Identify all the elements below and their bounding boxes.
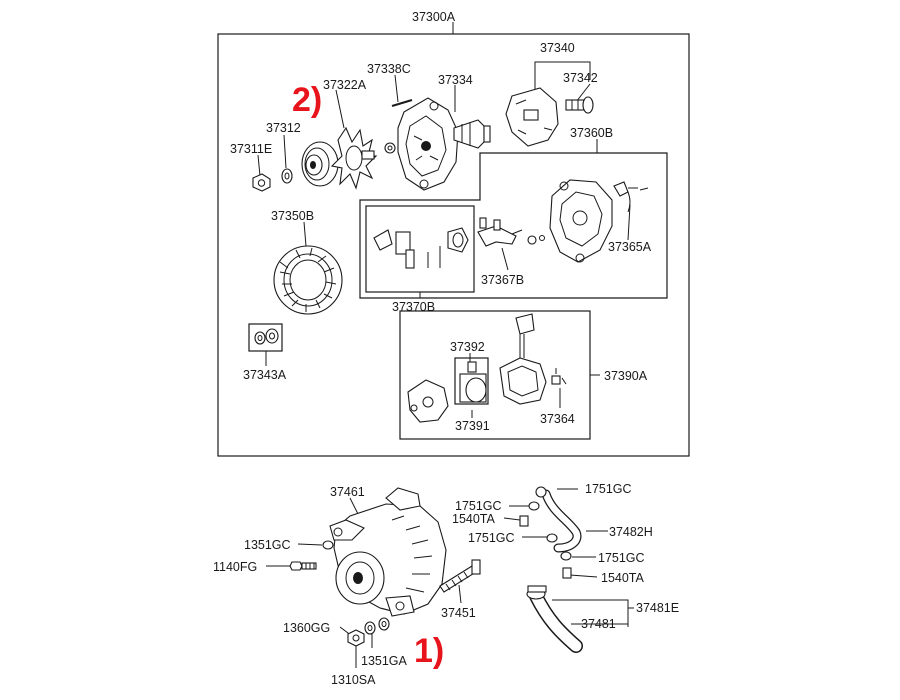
rear-bracket-part — [549, 179, 613, 263]
brush-set-part — [505, 87, 559, 147]
screw-part — [551, 368, 567, 385]
nut-part — [252, 173, 271, 192]
label-stator: 37350B — [271, 209, 314, 223]
terminal-part — [477, 217, 545, 247]
leader-lines — [257, 22, 634, 668]
label-bolt-b: 1140FG — [213, 560, 257, 574]
label-regulator-set: 37392 — [450, 340, 485, 354]
label-bolt-a: 1351GC — [244, 538, 291, 552]
label-rectifier: 37370B — [392, 300, 435, 314]
annotation-marker-2: 2) — [292, 81, 322, 119]
label-gasket-1: 1751GC — [585, 482, 632, 496]
label-spacer: 37312 — [266, 121, 301, 135]
lock-nut-part — [378, 617, 390, 631]
regulator-set-part — [407, 357, 489, 423]
label-union-bolt-2: 1540TA — [601, 571, 645, 585]
rectifier-part — [373, 227, 469, 269]
label-adjust-bolt: 37451 — [441, 606, 476, 620]
label-oil-pipe: 37482H — [609, 525, 653, 539]
label-front-bracket: 37334 — [438, 73, 473, 87]
pulley-part — [301, 141, 339, 187]
label-brush-set: 37340 — [540, 41, 575, 55]
fan-part — [330, 126, 378, 190]
label-hose-assy: 37481E — [636, 601, 679, 615]
washer-part — [364, 621, 376, 635]
label-nut: 37311E — [230, 142, 272, 156]
label-screw: 37364 — [540, 412, 575, 426]
label-regulator: 37391 — [455, 419, 490, 433]
label-gasket-3: 1751GC — [468, 531, 515, 545]
annotation-markers: 2) 1) — [292, 81, 444, 670]
rotor-part — [453, 119, 491, 149]
bolt-a-part — [322, 540, 334, 550]
label-regulator-assy: 37390A — [604, 369, 648, 383]
label-alternator: 37461 — [330, 485, 365, 499]
bolt-b-part — [289, 561, 317, 571]
regulator-body-part — [499, 313, 547, 405]
label-gasket-4: 1751GC — [598, 551, 645, 565]
label-rear-bracket: 37360B — [570, 126, 613, 140]
brush-part — [565, 96, 594, 114]
sensor-part — [613, 181, 649, 213]
label-pin: 37338C — [367, 62, 411, 76]
bearing-set-part — [254, 328, 279, 345]
part-labels: 37300A 37322A 37338C 37334 37340 37342 3… — [213, 10, 679, 687]
spacer-part — [281, 168, 293, 184]
label-nut-b: 1310SA — [331, 673, 376, 687]
label-pulley: 37322A — [323, 78, 367, 92]
annotation-marker-1: 1) — [414, 632, 444, 670]
front-bracket-part — [397, 97, 459, 191]
label-terminal: 37367B — [481, 273, 524, 287]
stator-part — [273, 245, 343, 315]
label-union-bolt-1: 1540TA — [452, 512, 496, 526]
label-lock-nut: 1351GA — [361, 654, 408, 668]
alternator-part — [329, 487, 447, 617]
label-sensor: 37365A — [608, 240, 652, 254]
label-brush: 37342 — [563, 71, 598, 85]
nut-b-part — [347, 629, 365, 647]
pin-part — [384, 99, 413, 154]
regulator-inner-frame — [454, 357, 489, 405]
label-washer: 1360GG — [283, 621, 330, 635]
label-gasket-2: 1751GC — [455, 499, 502, 513]
rear-bracket-frame — [359, 152, 668, 299]
label-assembly: 37300A — [412, 10, 456, 24]
label-hose: 37481 — [581, 617, 616, 631]
oil-pipe-part — [519, 486, 582, 579]
label-bearing-set: 37343A — [243, 368, 287, 382]
adjust-bolt-part — [439, 559, 481, 593]
hose-part — [526, 585, 583, 653]
